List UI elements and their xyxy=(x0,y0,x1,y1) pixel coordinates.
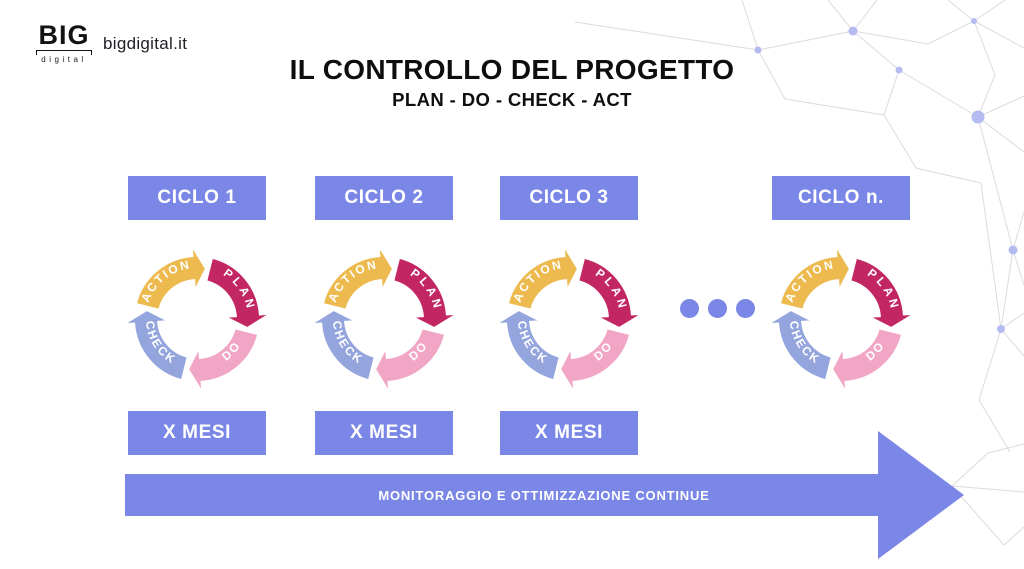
brand-logo-bracket xyxy=(36,50,92,55)
months-badge-3: X MESI xyxy=(500,411,638,455)
page-title: IL CONTROLLO DEL PROGETTO xyxy=(289,54,735,85)
months-badge-2: X MESI xyxy=(315,411,453,455)
timeline-label: MONITORAGGIO E OTTIMIZZAZIONE CONTINUE xyxy=(378,487,710,503)
dot-icon xyxy=(708,299,727,318)
cycle-badge-1: CICLO 1 xyxy=(128,176,266,220)
pdca-cycle-diagram-n: ACTION PLAN DO CHECK xyxy=(767,245,915,393)
cycle-badge-3: CICLO 3 xyxy=(500,176,638,220)
brand-logo-digital-text: digital xyxy=(41,55,87,64)
brand-logo: BIG digital xyxy=(34,22,94,64)
brand-logo-big-text: BIG xyxy=(38,20,90,50)
page-subtitle: PLAN - DO - CHECK - ACT xyxy=(392,89,632,110)
pdca-cycle-diagram-2: ACTION PLAN DO CHECK xyxy=(310,245,458,393)
months-badge-1: X MESI xyxy=(128,411,266,455)
ellipsis-dots xyxy=(680,299,755,318)
timeline-arrow-head-icon xyxy=(878,431,964,559)
cycle-badge-n: CICLO n. xyxy=(772,176,910,220)
site-url-text: bigdigital.it xyxy=(103,34,188,53)
do-arrow-segment xyxy=(374,327,446,393)
dot-icon xyxy=(736,299,755,318)
timeline-arrow-body xyxy=(125,474,878,516)
do-arrow-segment xyxy=(559,327,631,393)
do-arrow-segment xyxy=(831,327,903,393)
do-arrow-segment xyxy=(187,327,259,393)
pdca-cycle-diagram-3: ACTION PLAN DO CHECK xyxy=(495,245,643,393)
pdca-cycle-diagram-1: ACTION PLAN DO CHECK xyxy=(123,245,271,393)
cycle-badge-2: CICLO 2 xyxy=(315,176,453,220)
dot-icon xyxy=(680,299,699,318)
